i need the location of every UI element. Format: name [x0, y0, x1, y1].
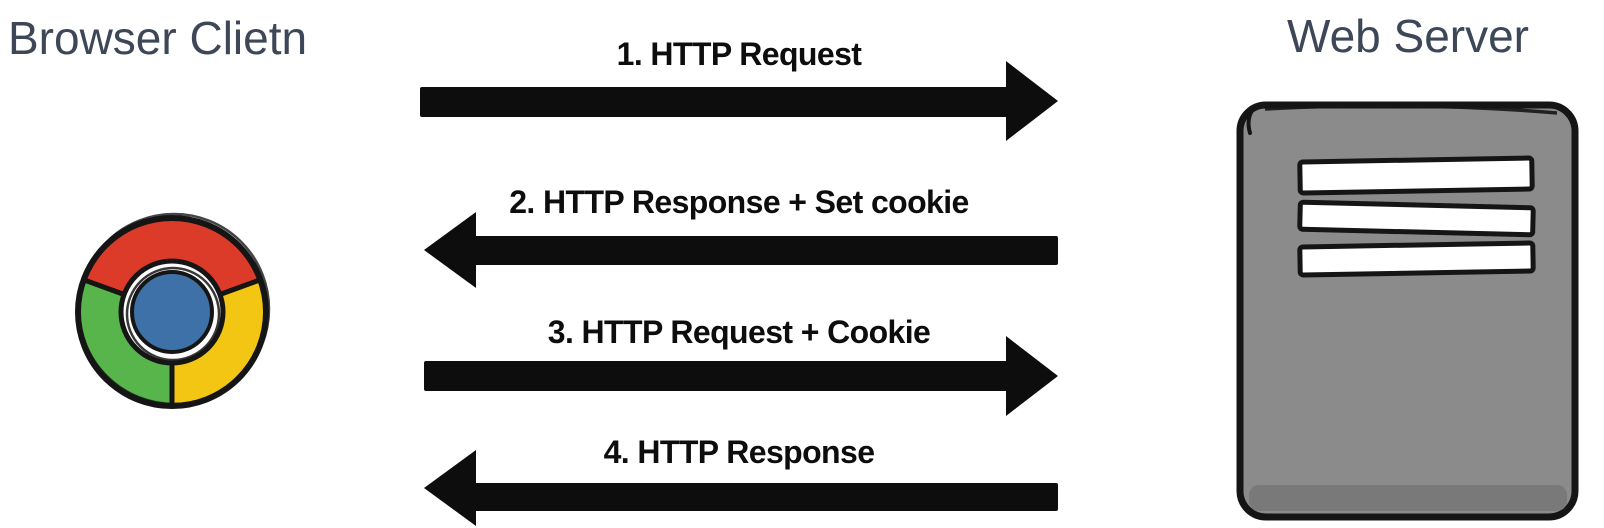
step-3-arrowhead-right-icon	[1006, 336, 1058, 416]
step-3-arrow-shaft	[424, 361, 1008, 391]
step-4-arrowhead-left-icon	[424, 450, 476, 526]
server-slot	[1297, 199, 1536, 238]
step-2-arrow-shaft	[474, 236, 1058, 265]
step-1-label: 1. HTTP Request	[616, 36, 862, 72]
client-title: Browser Clietn	[8, 12, 308, 64]
step-4-label: 4. HTTP Response	[603, 434, 875, 470]
step-4-arrow-shaft	[474, 483, 1058, 511]
chrome-blue-center	[130, 270, 214, 354]
server-pen-tick	[1246, 107, 1255, 135]
web-server-icon	[1236, 101, 1579, 521]
server-slot	[1297, 155, 1535, 196]
step-2-arrowhead-left-icon	[424, 212, 476, 288]
chrome-browser-icon	[75, 212, 271, 409]
step-1-arrowhead-right-icon	[1006, 61, 1058, 141]
chrome-outer-ring-sketch	[77, 212, 271, 406]
server-slot	[1297, 240, 1536, 278]
step-1-arrow-shaft	[420, 87, 1010, 117]
server-top-sketch-line	[1264, 104, 1558, 115]
step-2-label: 2. HTTP Response + Set cookie	[509, 184, 969, 220]
server-title: Web Server	[1286, 10, 1530, 62]
server-base-shadow	[1249, 485, 1567, 511]
chrome-inner-ring-sketch	[125, 266, 221, 362]
step-3-label: 3. HTTP Request + Cookie	[547, 314, 931, 350]
